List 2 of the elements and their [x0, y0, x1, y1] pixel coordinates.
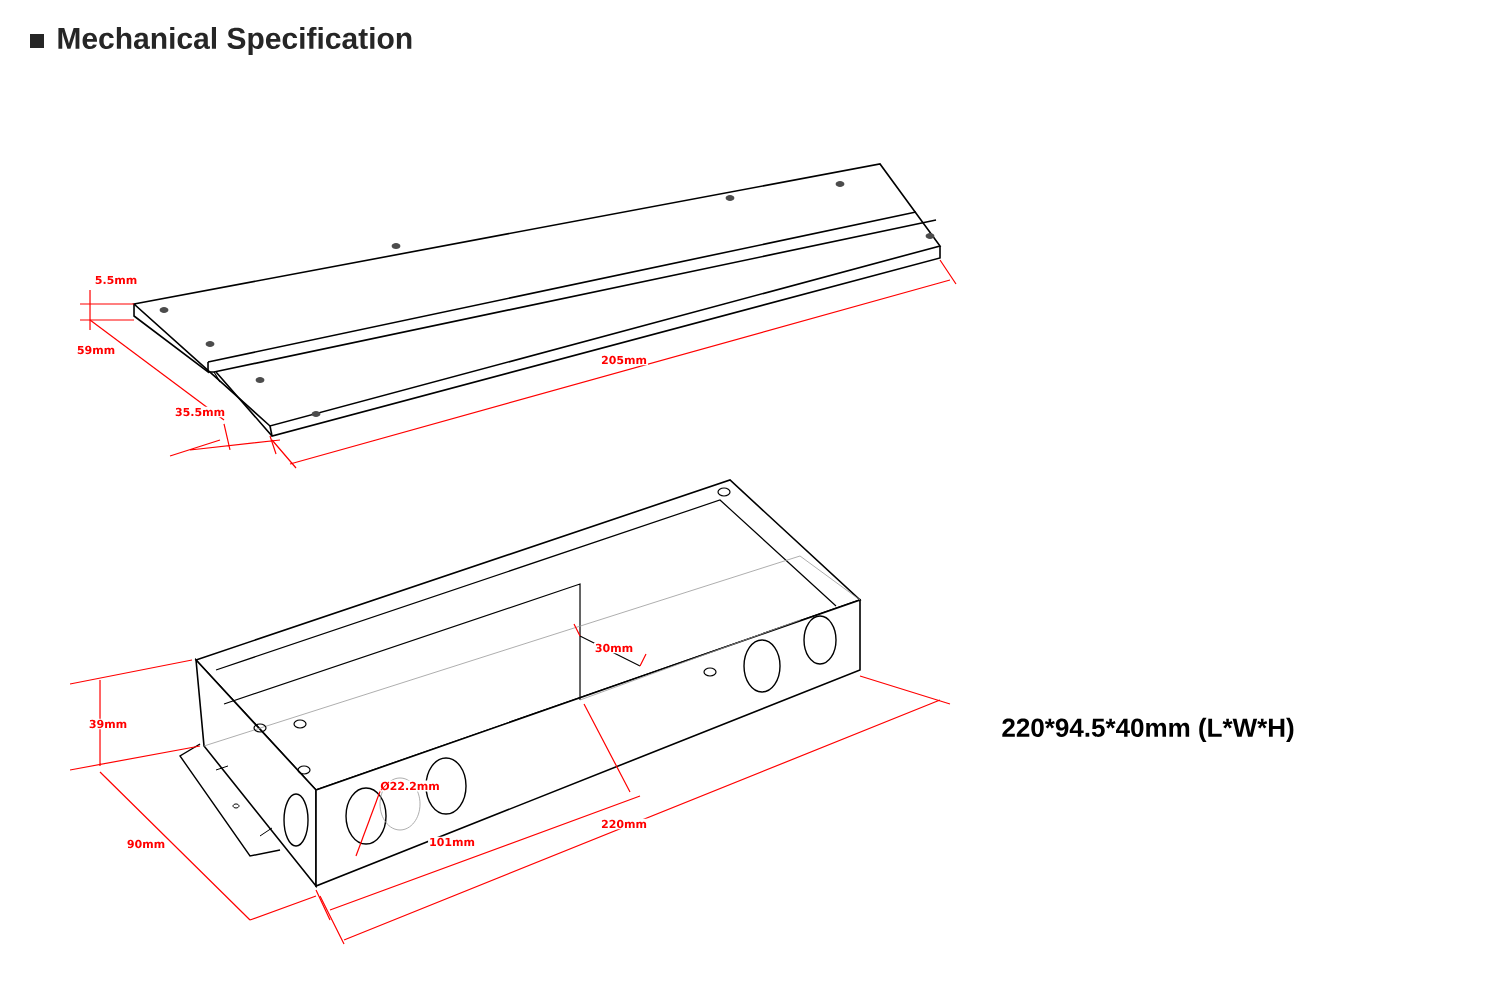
title: Mechanical Specification [58, 27, 412, 55]
dimension-text: 220*94.5*40mm (L*W*H) [1002, 717, 1294, 743]
